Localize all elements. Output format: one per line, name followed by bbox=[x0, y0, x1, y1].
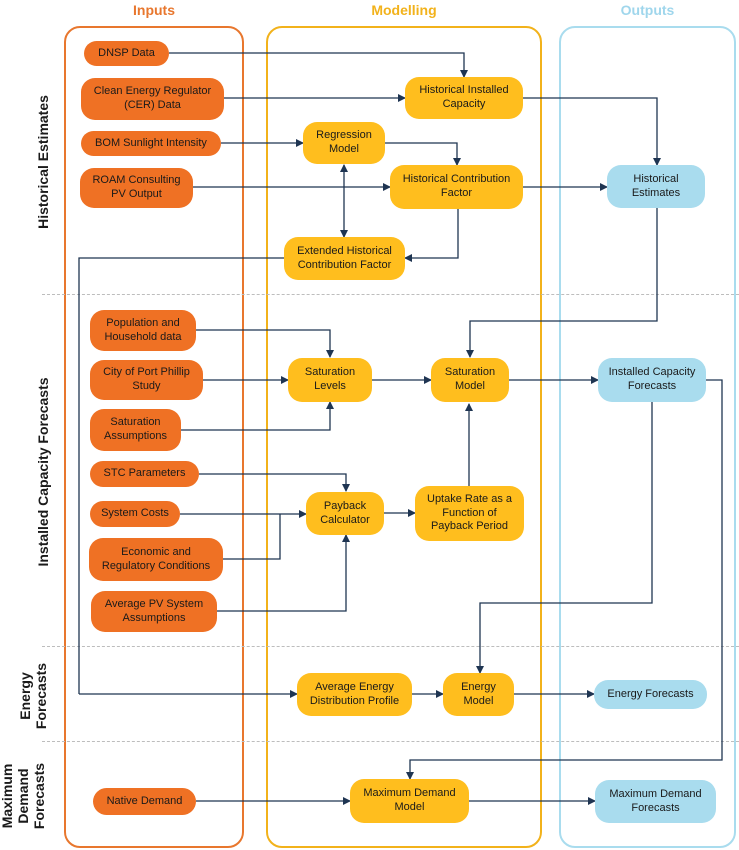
cer-data-node: Clean Energy Regulator (CER) Data bbox=[81, 78, 224, 120]
system-costs-node: System Costs bbox=[90, 501, 180, 527]
arrow-histest-to-satmod bbox=[466, 208, 658, 358]
arrow-avgpv-to-payback bbox=[217, 534, 350, 612]
outputs-column-title: Outputs bbox=[620, 2, 675, 18]
inputs-column-title: Inputs bbox=[133, 2, 175, 18]
maximum-demand-forecasts-node: Maximum Demand Forecasts bbox=[595, 780, 716, 823]
maximum-demand-model-node: Maximum Demand Model bbox=[350, 779, 469, 823]
average-energy-distribution-node: Average Energy Distribution Profile bbox=[297, 673, 412, 716]
roam-output-node: ROAM Consulting PV Output bbox=[80, 168, 193, 208]
outputs-column-frame bbox=[559, 26, 736, 848]
line-ehcf-bus bbox=[78, 257, 284, 694]
saturation-assumptions-node: Saturation Assumptions bbox=[90, 409, 181, 451]
inputs-column-frame bbox=[64, 26, 244, 848]
economic-regulatory-node: Economic and Regulatory Conditions bbox=[89, 538, 223, 581]
saturation-levels-node: Saturation Levels bbox=[288, 358, 372, 402]
arrow-satass-to-satlev bbox=[181, 401, 334, 431]
line-econ-to-payback bbox=[223, 514, 281, 560]
arrow-hic-to-histest bbox=[523, 97, 661, 166]
saturation-model-node: Saturation Model bbox=[431, 358, 509, 402]
native-demand-node: Native Demand bbox=[93, 788, 196, 815]
arrow-regr-to-hcf bbox=[385, 142, 461, 166]
population-household-node: Population and Household data bbox=[90, 310, 196, 351]
arrow-icf-to-mdm bbox=[406, 379, 723, 780]
regression-model-node: Regression Model bbox=[303, 122, 385, 164]
arrow-stc-to-payback bbox=[199, 473, 350, 492]
row-separator-2 bbox=[42, 646, 739, 647]
modelling-column-frame bbox=[266, 26, 542, 848]
installed-capacity-forecasts-node: Installed Capacity Forecasts bbox=[598, 358, 706, 402]
historical-estimates-node: Historical Estimates bbox=[607, 165, 705, 208]
arrow-pop-to-satlev bbox=[196, 329, 334, 358]
payback-calculator-node: Payback Calculator bbox=[306, 492, 384, 535]
bom-sunlight-node: BOM Sunlight Intensity bbox=[81, 131, 221, 156]
arrow-dnsp-to-hic bbox=[169, 52, 468, 78]
row-separator-1 bbox=[42, 294, 739, 295]
average-pv-system-node: Average PV System Assumptions bbox=[91, 591, 217, 632]
energy-model-node: Energy Model bbox=[443, 673, 514, 716]
arrow-icf-to-energymod bbox=[476, 402, 653, 674]
extended-historical-contribution-factor-node: Extended Historical Contribution Factor bbox=[284, 237, 405, 280]
historical-contribution-factor-node: Historical Contribution Factor bbox=[390, 165, 523, 209]
arrow-hcf-to-ehcf bbox=[404, 209, 459, 262]
stc-parameters-node: STC Parameters bbox=[90, 461, 199, 487]
historical-installed-capacity-node: Historical Installed Capacity bbox=[405, 77, 523, 119]
city-port-phillip-node: City of Port Phillip Study bbox=[90, 360, 203, 400]
modelling-column-title: Modelling bbox=[371, 2, 437, 18]
uptake-rate-node: Uptake Rate as a Function of Payback Per… bbox=[415, 486, 524, 541]
row-separator-3 bbox=[42, 741, 739, 742]
energy-forecasts-node: Energy Forecasts bbox=[594, 680, 707, 709]
dnsp-data-node: DNSP Data bbox=[84, 41, 169, 66]
